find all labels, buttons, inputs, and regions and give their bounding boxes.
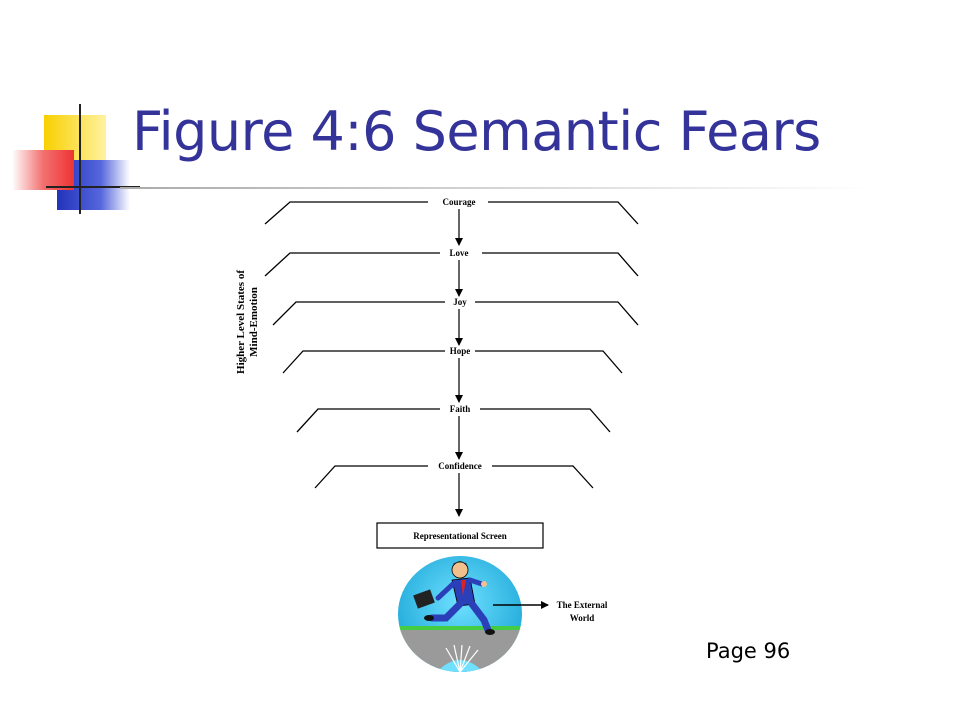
page-number: Page 96	[706, 639, 791, 663]
external-world-line2: World	[570, 613, 595, 623]
corner-decoration	[12, 104, 140, 214]
side-label-line2: Mind-Emotion	[248, 287, 260, 357]
level-label-faith: Faith	[450, 404, 471, 414]
external-world-line1: The External	[557, 600, 608, 610]
slide-title: Figure 4:6 Semantic Fears	[132, 100, 821, 163]
representational-screen-label: Representational Screen	[413, 531, 506, 541]
level-confidence	[314, 465, 594, 489]
level-joy	[272, 301, 639, 326]
title-underline	[120, 187, 870, 189]
level-label-courage: Courage	[443, 197, 476, 207]
level-courage	[264, 201, 639, 225]
running-man-clipart	[398, 556, 522, 672]
side-label-line1: Higher Level States of	[235, 270, 247, 374]
representational-screen-box	[376, 522, 544, 549]
level-label-confidence: Confidence	[438, 461, 482, 471]
level-label-hope: Hope	[450, 346, 471, 356]
level-faith	[296, 408, 611, 433]
level-hope	[282, 350, 623, 374]
deco-red-square	[12, 150, 74, 190]
level-label-joy: Joy	[453, 297, 467, 307]
level-label-love: Love	[450, 248, 469, 258]
level-love	[264, 252, 639, 277]
side-label: Higher Level States of Mind-Emotion	[235, 270, 260, 374]
